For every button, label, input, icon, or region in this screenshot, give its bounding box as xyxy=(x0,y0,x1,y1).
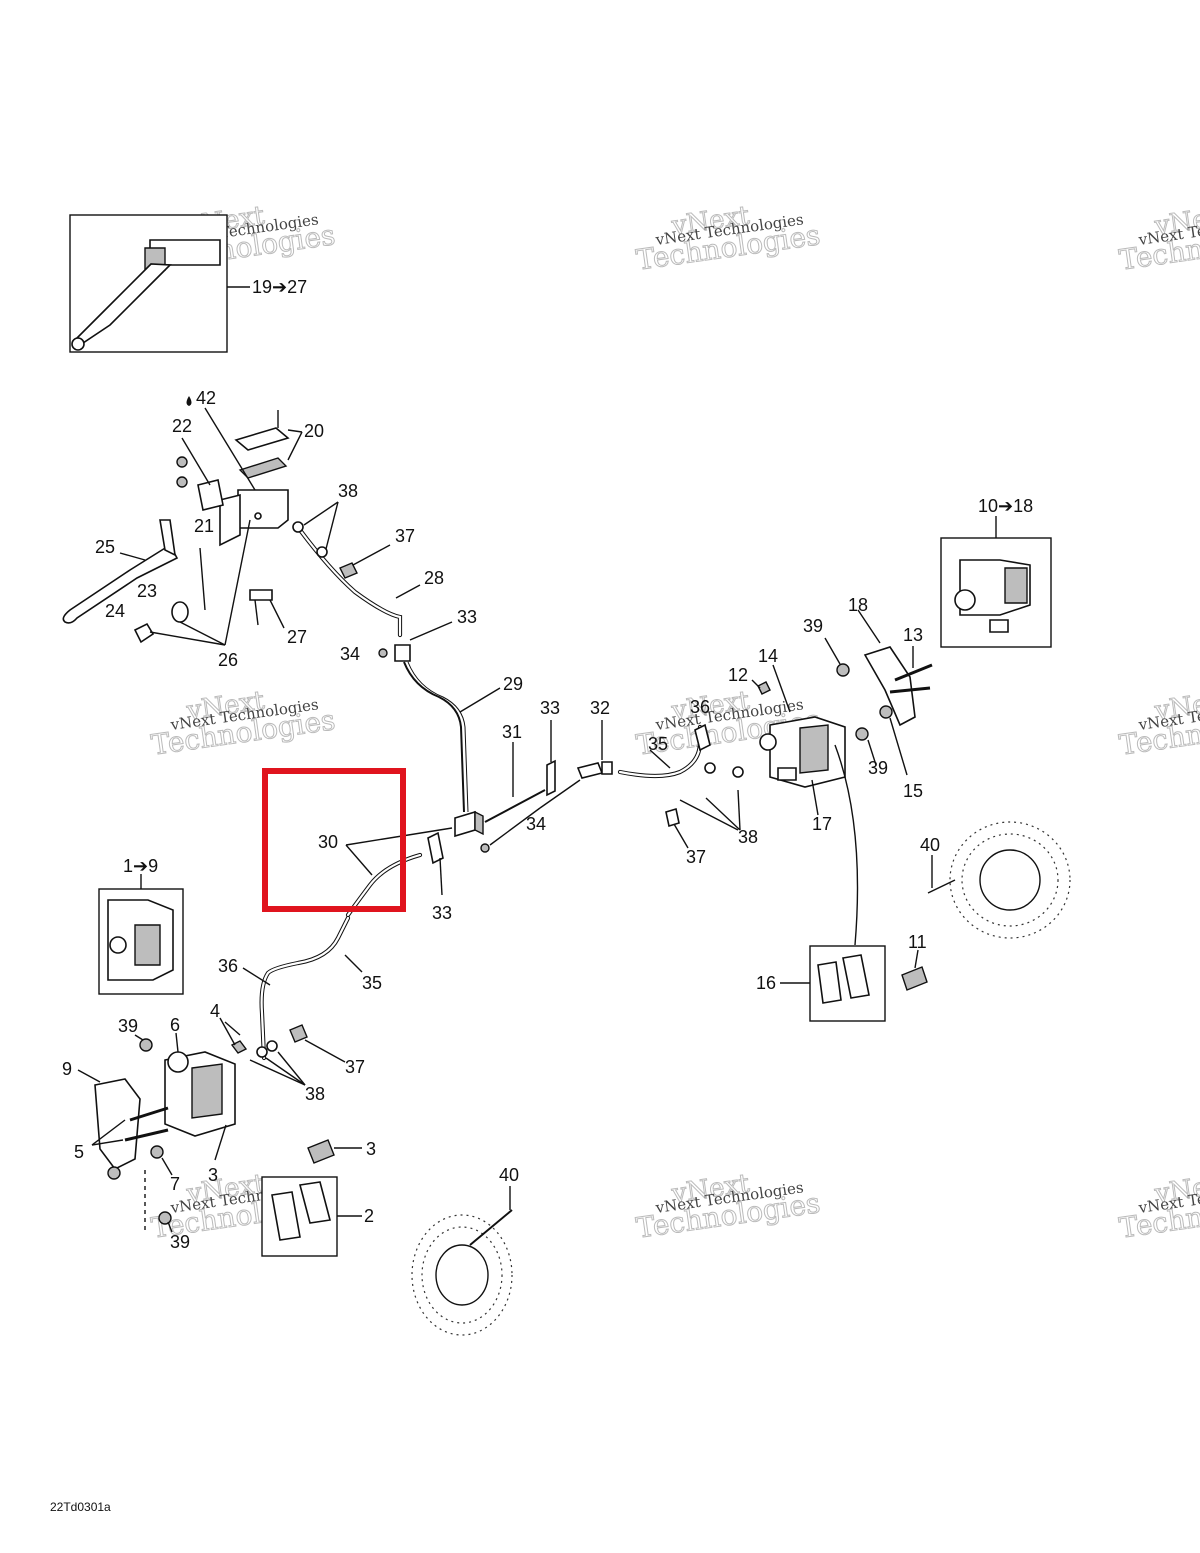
inset-master-cylinder[interactable]: 19➔27 xyxy=(69,214,307,353)
callout-35-right: 35 xyxy=(648,734,668,754)
callout-42: 42 xyxy=(196,388,216,408)
callout-7: 7 xyxy=(170,1174,180,1194)
callout-4: 4 xyxy=(210,1001,220,1021)
callout-12: 12 xyxy=(728,665,748,685)
callout-37-right: 37 xyxy=(686,847,706,867)
front-brake-disc[interactable]: 40 xyxy=(411,1165,519,1336)
inset-caliper-10-18[interactable]: 10➔18 xyxy=(940,496,1052,648)
callout-1-9: 1➔9 xyxy=(123,856,158,876)
highlight-box-item-30 xyxy=(262,768,406,912)
callout-39-left-top: 39 xyxy=(118,1016,138,1036)
callout-25: 25 xyxy=(95,537,115,557)
front-brake-line-group[interactable]: 38 37 28 33 34 29 xyxy=(292,481,523,813)
callout-39-right: 39 xyxy=(868,758,888,778)
callout-17: 17 xyxy=(812,814,832,834)
callout-22: 22 xyxy=(172,416,192,436)
callout-31: 31 xyxy=(502,722,522,742)
callout-30: 30 xyxy=(318,832,338,852)
callout-24: 24 xyxy=(105,601,125,621)
callout-3-top: 3 xyxy=(366,1139,376,1159)
callout-10-18: 10➔18 xyxy=(978,496,1033,516)
callout-33-top: 33 xyxy=(457,607,477,627)
callout-37-top: 37 xyxy=(395,526,415,546)
callout-32: 32 xyxy=(590,698,610,718)
rear-brake-disc[interactable]: 40 xyxy=(920,821,1071,939)
rear-brake-hose-group[interactable]: 35 36 38 37 xyxy=(617,697,758,867)
callout-29: 29 xyxy=(503,674,523,694)
drawing-code: 22Td0301a xyxy=(50,1500,111,1514)
callout-23: 23 xyxy=(137,581,157,601)
callout-13: 13 xyxy=(903,625,923,645)
callout-35-left: 35 xyxy=(362,973,382,993)
callout-3-low: 3 xyxy=(208,1165,218,1185)
callout-37-left: 37 xyxy=(345,1057,365,1077)
front-pads-group[interactable]: 2 3 xyxy=(261,1139,376,1257)
callout-28: 28 xyxy=(424,568,444,588)
callout-40-left: 40 xyxy=(499,1165,519,1185)
callout-14: 14 xyxy=(758,646,778,666)
callout-15: 15 xyxy=(903,781,923,801)
callout-19-27: 19➔27 xyxy=(252,277,307,297)
callout-38-top: 38 xyxy=(338,481,358,501)
callout-27: 27 xyxy=(287,627,307,647)
front-left-hose-group[interactable]: 35 36 37 38 xyxy=(218,915,382,1104)
callout-6: 6 xyxy=(170,1015,180,1035)
oil-drop-icon xyxy=(186,396,192,406)
callout-16: 16 xyxy=(756,973,776,993)
callout-9: 9 xyxy=(62,1059,72,1079)
front-caliper-group[interactable]: 4 6 9 5 39 7 3 39 xyxy=(62,1001,248,1252)
callout-33-low: 33 xyxy=(432,903,452,923)
rear-caliper-group[interactable]: 17 18 13 15 39 39 12 14 xyxy=(728,595,933,946)
callout-20: 20 xyxy=(304,421,324,441)
callout-34-mid: 34 xyxy=(526,814,546,834)
callout-36-right: 36 xyxy=(690,697,710,717)
callout-18: 18 xyxy=(848,595,868,615)
rear-pads-group[interactable]: 16 11 xyxy=(756,932,928,1022)
master-cylinder-group[interactable]: 20 42 22 21 25 23 24 26 27 xyxy=(62,388,324,670)
callout-38-left: 38 xyxy=(305,1084,325,1104)
callout-40-right: 40 xyxy=(920,835,940,855)
callout-5: 5 xyxy=(74,1142,84,1162)
callout-2: 2 xyxy=(364,1206,374,1226)
callout-21: 21 xyxy=(194,516,214,536)
callout-39-left-bottom: 39 xyxy=(170,1232,190,1252)
callout-34-top: 34 xyxy=(340,644,360,664)
callout-38-right: 38 xyxy=(738,827,758,847)
callout-11: 11 xyxy=(908,932,927,952)
callout-36-left: 36 xyxy=(218,956,238,976)
callout-39-top-right: 39 xyxy=(803,616,823,636)
inset-caliper-1-9[interactable]: 1➔9 xyxy=(98,856,184,995)
callout-26: 26 xyxy=(218,650,238,670)
callout-33-mid: 33 xyxy=(540,698,560,718)
watermark-group: vNext Technologies vNext Technologies vN… xyxy=(149,200,1200,1245)
